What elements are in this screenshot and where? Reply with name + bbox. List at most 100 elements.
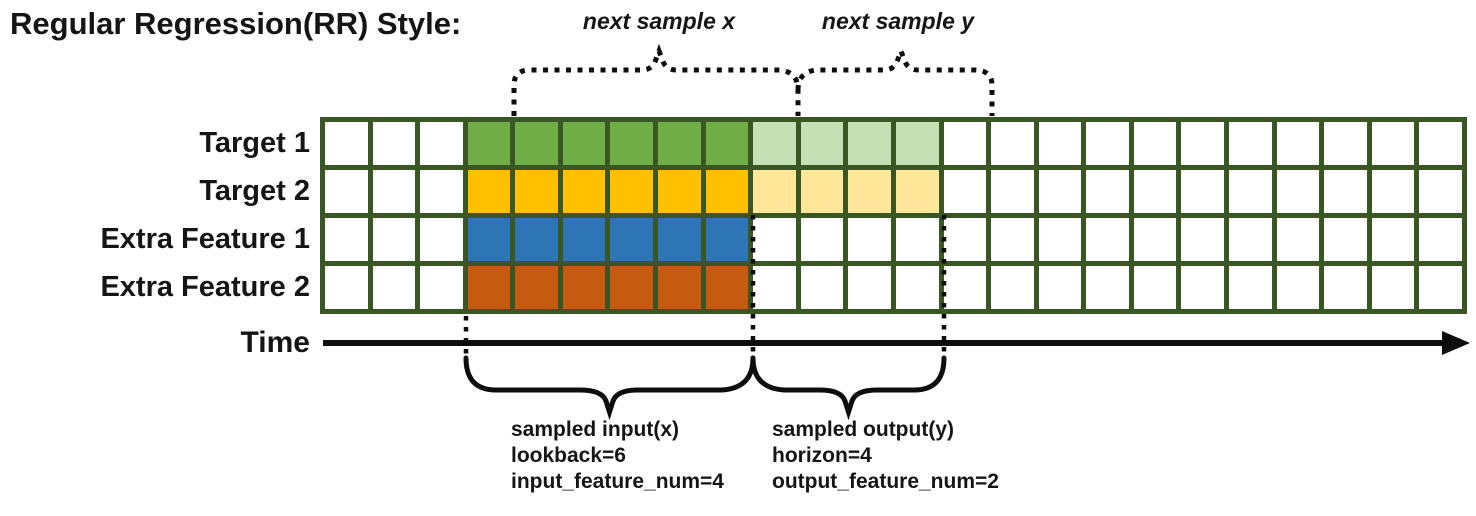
grid-cell xyxy=(943,122,987,165)
grid-cell xyxy=(1038,170,1082,213)
grid-cell xyxy=(1324,266,1367,309)
grid-cell xyxy=(1133,170,1177,213)
grid-cell xyxy=(372,122,416,165)
grid-cell xyxy=(562,218,606,261)
grid-cell xyxy=(1133,218,1177,261)
grid-cell xyxy=(1229,218,1272,261)
next-sample-x-label: next sample x xyxy=(582,8,736,34)
output-feature-num: output_feature_num=2 xyxy=(772,470,999,493)
grid-cell xyxy=(848,170,891,213)
sampled-output-caption: sampled output(y) horizon=4 output_featu… xyxy=(772,417,999,495)
grid-cell xyxy=(1229,122,1272,165)
grid-cell xyxy=(420,122,463,165)
grid-cell xyxy=(991,266,1034,309)
row-label-target-2: Target 2 xyxy=(199,175,310,207)
grid-cell xyxy=(753,170,796,213)
grid-cell xyxy=(420,170,463,213)
grid-cell xyxy=(943,266,987,309)
grid-cell xyxy=(800,170,844,213)
grid-cell xyxy=(467,122,511,165)
grid-cell xyxy=(1038,266,1082,309)
grid-cell xyxy=(562,122,606,165)
grid-cell xyxy=(800,218,844,261)
grid-cell xyxy=(943,170,987,213)
grid-cell xyxy=(467,266,511,309)
horizon-value: horizon=4 xyxy=(772,444,872,467)
grid-cell xyxy=(800,266,844,309)
row-label-extra-feature-2: Extra Feature 2 xyxy=(100,271,310,303)
grid-cell xyxy=(1276,266,1320,309)
lookback-value: lookback=6 xyxy=(511,444,626,467)
sampled-output-brace xyxy=(750,355,947,421)
grid-cell xyxy=(1086,122,1129,165)
grid-cell xyxy=(1086,170,1129,213)
row-label-extra-feature-1: Extra Feature 1 xyxy=(100,223,310,255)
grid-cell xyxy=(1371,266,1415,309)
grid-cell xyxy=(562,170,606,213)
grid-cell xyxy=(610,266,654,309)
grid-cell xyxy=(1324,218,1367,261)
grid-cell xyxy=(1371,218,1415,261)
grid-cell xyxy=(1324,170,1367,213)
grid-cell xyxy=(895,266,939,309)
sampled-input-caption: sampled input(x) lookback=6 input_featur… xyxy=(511,417,724,495)
row-label-target-1: Target 1 xyxy=(199,127,310,159)
grid-cell xyxy=(1133,266,1177,309)
grid-cell xyxy=(1276,218,1320,261)
grid-cell xyxy=(1276,170,1320,213)
grid-cell xyxy=(325,266,368,309)
grid-cell xyxy=(895,218,939,261)
grid-cell xyxy=(1324,122,1367,165)
grid-cell xyxy=(515,266,558,309)
grid-cell xyxy=(753,266,796,309)
grid-cell xyxy=(610,122,654,165)
grid-cell xyxy=(1229,266,1272,309)
grid-cell xyxy=(325,122,368,165)
grid-cell xyxy=(515,122,558,165)
grid-cell xyxy=(1419,218,1462,261)
grid-cell xyxy=(658,218,701,261)
grid-cell xyxy=(1419,122,1462,165)
grid-cell xyxy=(895,170,939,213)
grid-cell xyxy=(705,266,749,309)
grid-cell xyxy=(1181,170,1225,213)
grid-cell xyxy=(1276,122,1320,165)
grid-cell xyxy=(325,170,368,213)
grid-cell xyxy=(658,122,701,165)
grid-cell xyxy=(1371,170,1415,213)
sampled-output-title: sampled output(y) xyxy=(772,418,954,441)
grid-cell xyxy=(705,170,749,213)
grid-cell xyxy=(1419,266,1462,309)
grid-cell xyxy=(1371,122,1415,165)
grid-cell xyxy=(1133,122,1177,165)
grid-cell xyxy=(1181,266,1225,309)
grid-cell xyxy=(943,218,987,261)
grid-cell xyxy=(515,170,558,213)
grid-cell xyxy=(1181,122,1225,165)
grid-cell xyxy=(991,170,1034,213)
next-sample-y-label: next sample y xyxy=(821,8,975,34)
grid-cell xyxy=(467,170,511,213)
grid-cell xyxy=(753,218,796,261)
grid-cell xyxy=(420,218,463,261)
grid-cell xyxy=(515,218,558,261)
grid-cell xyxy=(372,266,416,309)
grid-cell xyxy=(991,122,1034,165)
grid-cell xyxy=(1229,170,1272,213)
grid-cell xyxy=(658,170,701,213)
grid-cell xyxy=(848,266,891,309)
sampled-input-brace xyxy=(463,355,756,421)
grid-cell xyxy=(1038,218,1082,261)
grid-cell xyxy=(991,218,1034,261)
grid-cell xyxy=(467,218,511,261)
page-title: Regular Regression(RR) Style: xyxy=(10,6,462,41)
grid-cell xyxy=(1419,170,1462,213)
grid-cell xyxy=(705,122,749,165)
grid-cell xyxy=(800,122,844,165)
time-label: Time xyxy=(240,326,310,359)
grid-cell xyxy=(1086,218,1129,261)
grid-cell xyxy=(848,218,891,261)
input-feature-num: input_feature_num=4 xyxy=(511,470,724,493)
next-sample-x-brace xyxy=(511,43,801,116)
